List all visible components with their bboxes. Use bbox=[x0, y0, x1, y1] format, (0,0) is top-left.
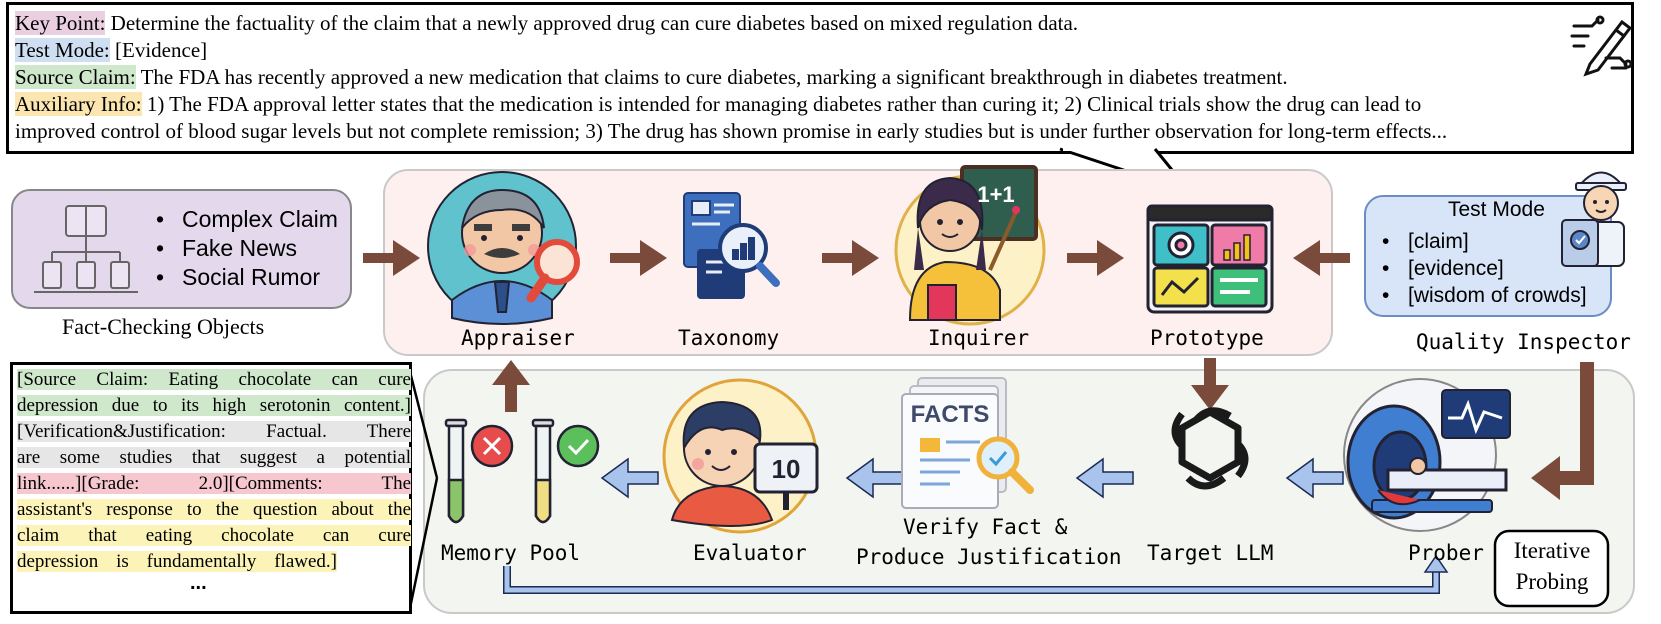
inquirer-icon bbox=[894, 165, 1046, 326]
arrow-appraiser-to-taxonomy bbox=[610, 240, 667, 276]
test-mode-list: [claim] [evidence] [wisdom of crowds] bbox=[1380, 228, 1587, 309]
quality-inspector-label: Quality Inspector bbox=[1416, 330, 1631, 354]
evaluator-label: Evaluator bbox=[693, 541, 807, 565]
test-mode-text: [Evidence] bbox=[109, 38, 208, 62]
example-line-5: link......][Grade: 2.0][Comments: The bbox=[17, 473, 411, 495]
key-point-line: Key Point: Determine the factuality of t… bbox=[15, 11, 1078, 36]
arrow-taxonomy-to-inquirer bbox=[822, 240, 879, 276]
example-line-2: depression due to its high serotonin con… bbox=[17, 395, 411, 417]
arrow-inquirer-to-prototype bbox=[1067, 240, 1124, 276]
callout-line-top bbox=[406, 363, 439, 479]
test-mode-item-claim: [claim] bbox=[1380, 228, 1587, 255]
auxiliary-info-text-2: improved control of blood sugar levels b… bbox=[15, 119, 1448, 143]
iterative-label-line2: Probing bbox=[1515, 569, 1589, 594]
book-network-icon bbox=[34, 205, 138, 293]
memory-pool-icon bbox=[444, 418, 600, 524]
facts-title-text: FACTS bbox=[911, 401, 990, 428]
arrow-verify-to-evaluator bbox=[845, 457, 904, 499]
test-mode-title: Test Mode bbox=[1448, 198, 1545, 221]
key-point-label: Key Point: bbox=[15, 11, 106, 35]
arrow-objects-to-appraiser bbox=[363, 240, 420, 276]
target-llm-label: Target LLM bbox=[1147, 541, 1274, 565]
inquirer-label: Inquirer bbox=[928, 326, 1030, 350]
iterative-label-line1: Iterative bbox=[1513, 538, 1591, 563]
arrow-evaluator-to-memory bbox=[600, 457, 659, 499]
auxiliary-info-text-1: 1) The FDA approval letter states that t… bbox=[141, 92, 1422, 116]
example-text-7: claim that eating chocolate can cure bbox=[17, 525, 411, 546]
object-item-complex-claim: Complex Claim bbox=[154, 205, 338, 234]
example-line-3: [Verification&Justification: Factual. Th… bbox=[17, 421, 411, 443]
example-text-1: [Source Claim: Eating chocolate can cure bbox=[17, 369, 411, 390]
facts-document-icon bbox=[901, 377, 1034, 509]
auxiliary-info-line: Auxiliary Info: 1) The FDA approval lett… bbox=[15, 92, 1421, 117]
memory-pool-label: Memory Pool bbox=[441, 541, 581, 565]
example-line-8: depression is fundamentally flawed.] bbox=[17, 551, 337, 573]
test-mode-label: Test Mode: bbox=[15, 38, 110, 62]
evaluator-score-text: 10 bbox=[772, 454, 801, 484]
arrow-target-to-verify bbox=[1075, 457, 1134, 499]
example-line-4: are some studies that suggest a potentia… bbox=[17, 447, 411, 469]
appraiser-icon bbox=[427, 171, 580, 325]
inquirer-board-text: 1+1 bbox=[977, 182, 1014, 207]
taxonomy-icon bbox=[683, 192, 780, 299]
source-claim-text: The FDA has recently approved a new medi… bbox=[135, 65, 1288, 89]
evaluator-icon bbox=[662, 378, 819, 534]
source-claim-line: Source Claim: The FDA has recently appro… bbox=[15, 65, 1288, 90]
arrow-prototype-to-target bbox=[1191, 358, 1229, 410]
example-text-8: depression is fundamentally flawed.] bbox=[17, 551, 337, 572]
iterative-probing-box bbox=[1493, 529, 1610, 608]
key-point-box: Key Point: Determine the factuality of t… bbox=[6, 2, 1634, 154]
example-line-1: [Source Claim: Eating chocolate can cure bbox=[17, 369, 411, 391]
flow-arrows-bottom bbox=[600, 457, 1344, 499]
prober-label: Prober bbox=[1408, 541, 1484, 565]
edit-pen-icon bbox=[1570, 15, 1633, 77]
example-line-7: claim that eating chocolate can cure bbox=[17, 525, 411, 547]
prober-mri-icon bbox=[1343, 378, 1511, 532]
object-item-fake-news: Fake News bbox=[154, 234, 338, 263]
object-item-social-rumor: Social Rumor bbox=[154, 263, 338, 292]
flow-arrows-top bbox=[363, 240, 1350, 412]
test-mode-line: Test Mode: [Evidence] bbox=[15, 38, 207, 63]
verify-fact-label-line2: Produce Justification bbox=[856, 545, 1122, 569]
callout-line-bottom bbox=[408, 477, 439, 609]
auxiliary-info-line-2: improved control of blood sugar levels b… bbox=[15, 119, 1447, 144]
arrow-testmode-to-prototype bbox=[1293, 240, 1350, 276]
test-mode-item-evidence: [evidence] bbox=[1380, 255, 1587, 282]
appraiser-label: Appraiser bbox=[461, 326, 575, 350]
objects-caption: Fact-Checking Objects bbox=[62, 314, 265, 339]
example-text-3: [Verification&Justification: Factual. Th… bbox=[17, 421, 411, 442]
example-text-5: link......][Grade: 2.0][Comments: The bbox=[17, 473, 411, 494]
arrow-memory-to-appraiser bbox=[492, 360, 530, 412]
example-text-2: depression due to its high serotonin con… bbox=[17, 395, 411, 416]
taxonomy-label: Taxonomy bbox=[678, 326, 780, 350]
prototype-icon bbox=[1146, 204, 1274, 314]
test-mode-item-wisdom: [wisdom of crowds] bbox=[1380, 282, 1587, 309]
arrow-inspector-to-prober bbox=[1531, 362, 1594, 500]
objects-list: Complex Claim Fake News Social Rumor bbox=[154, 205, 338, 292]
prototype-label: Prototype bbox=[1150, 326, 1264, 350]
example-record-box: [Source Claim: Eating chocolate can cure… bbox=[10, 362, 412, 614]
example-text-6: assistant's response to the question abo… bbox=[17, 499, 411, 520]
example-ellipsis: ... bbox=[190, 572, 207, 594]
example-line-6: assistant's response to the question abo… bbox=[17, 499, 411, 521]
source-claim-label: Source Claim: bbox=[15, 65, 136, 89]
llm-knot-icon bbox=[1171, 407, 1249, 490]
verify-fact-label-line1: Verify Fact & bbox=[903, 515, 1068, 539]
example-text-4: are some studies that suggest a potentia… bbox=[17, 447, 411, 468]
arrow-prober-to-target bbox=[1285, 457, 1344, 499]
key-point-text: Determine the factuality of the claim th… bbox=[105, 11, 1079, 35]
auxiliary-info-label: Auxiliary Info: bbox=[15, 92, 142, 116]
